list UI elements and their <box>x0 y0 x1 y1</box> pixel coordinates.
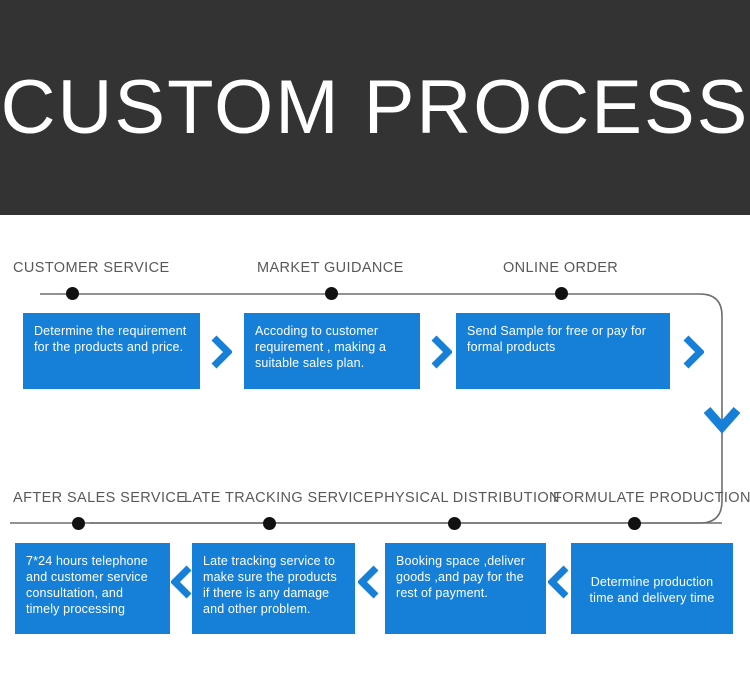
step-text-market-guidance: Accoding to customer requirement , makin… <box>255 324 387 370</box>
timeline-dot-icon-late-tracking-service <box>263 517 276 530</box>
timeline-dot-icon-market-guidance <box>325 287 338 300</box>
step-text-formulate-production: Determine production time and delivery t… <box>589 574 715 605</box>
stage-label-late-tracking-service: LATE TRACKING SERVICE <box>184 490 374 506</box>
stage-label-formulate-production: FORMULATE PRODUCTION <box>553 490 750 506</box>
page-title: CUSTOM PROCESS <box>0 64 750 150</box>
timeline-dot-icon-customer-service <box>66 287 79 300</box>
timeline-dot-icon-formulate-production <box>628 517 641 530</box>
chevron-left-icon-1 <box>171 565 193 599</box>
stage-label-customer-service: CUSTOMER SERVICE <box>13 260 170 276</box>
step-text-physical-distribution: Booking space ,deliver goods ,and pay fo… <box>396 554 526 600</box>
step-text-online-order: Send Sample for free or pay for formal p… <box>467 324 647 354</box>
chevron-left-icon-2 <box>358 565 380 599</box>
step-box-after-sales-service[interactable]: 7*24 hours telephone and customer servic… <box>15 543 170 634</box>
step-text-customer-service: Determine the requirement for the produc… <box>34 324 187 354</box>
chevron-left-icon-3 <box>548 565 570 599</box>
step-box-market-guidance[interactable]: Accoding to customer requirement , makin… <box>244 313 420 389</box>
timeline-dot-icon-online-order <box>555 287 568 300</box>
chevron-right-icon-3 <box>682 335 704 369</box>
step-box-late-tracking-service[interactable]: Late tracking service to make sure the p… <box>192 543 355 634</box>
process-diagram: CUSTOMER SERVICE MARKET GUIDANCE ONLINE … <box>0 215 750 674</box>
chevron-right-icon-1 <box>210 335 232 369</box>
arrow-down-icon <box>704 405 740 435</box>
stage-label-physical-distribution: PHYSICAL DISTRIBUTION <box>374 490 560 506</box>
step-box-physical-distribution[interactable]: Booking space ,deliver goods ,and pay fo… <box>385 543 546 634</box>
stage-label-market-guidance: MARKET GUIDANCE <box>257 260 404 276</box>
header-banner: CUSTOM PROCESS <box>0 0 750 215</box>
step-text-after-sales-service: 7*24 hours telephone and customer servic… <box>26 554 148 616</box>
step-text-late-tracking-service: Late tracking service to make sure the p… <box>203 554 337 616</box>
step-box-formulate-production[interactable]: Determine production time and delivery t… <box>571 543 733 634</box>
chevron-right-icon-2 <box>430 335 452 369</box>
timeline-dot-icon-physical-distribution <box>448 517 461 530</box>
stage-label-after-sales-service: AFTER SALES SERVICE <box>13 490 187 506</box>
step-box-online-order[interactable]: Send Sample for free or pay for formal p… <box>456 313 670 389</box>
stage-label-online-order: ONLINE ORDER <box>503 260 619 276</box>
timeline-dot-icon-after-sales-service <box>72 517 85 530</box>
step-box-customer-service[interactable]: Determine the requirement for the produc… <box>23 313 200 389</box>
